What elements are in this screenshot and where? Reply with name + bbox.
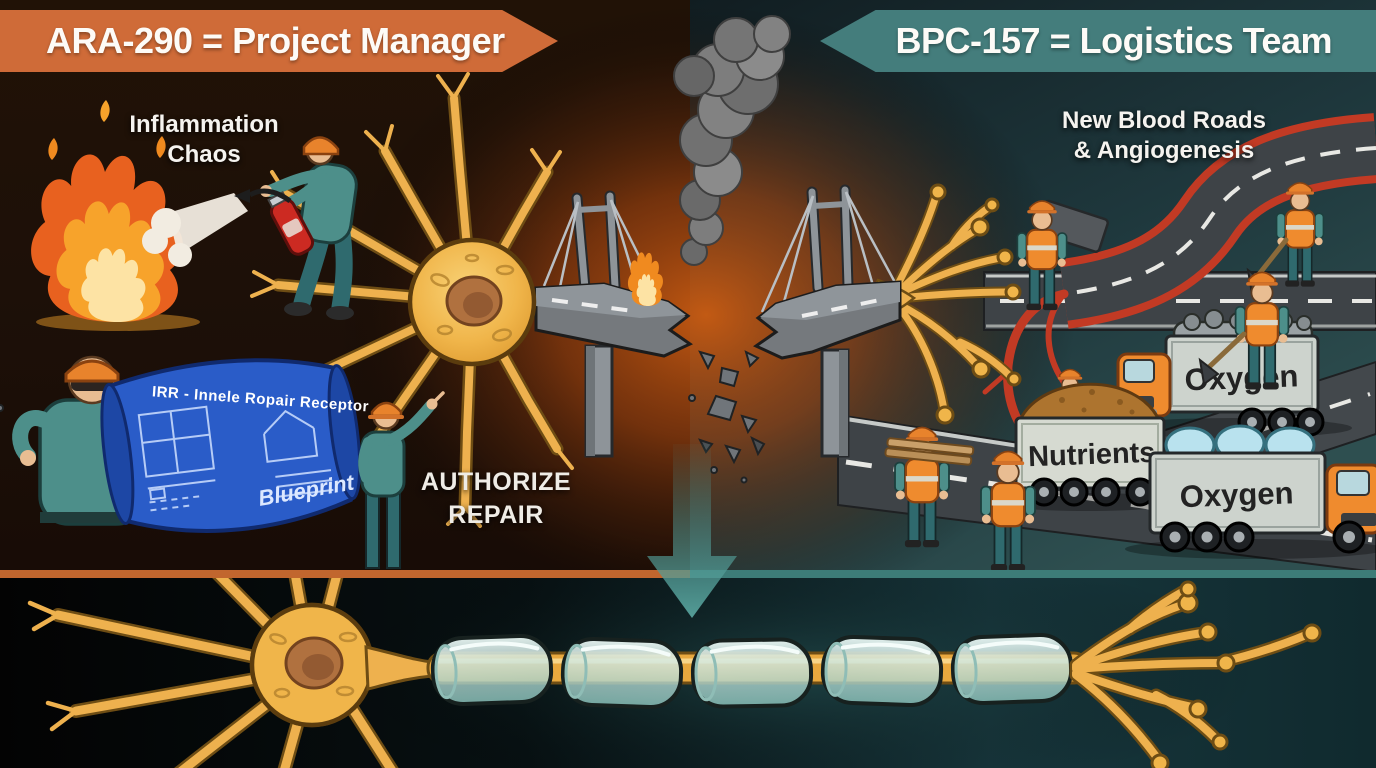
banner-bpc-157-label: BPC-157 = Logistics Team <box>895 20 1333 61</box>
neuron-cell-icon <box>250 72 574 528</box>
caption-line: & Angiogenesis <box>1073 137 1255 164</box>
banner-ara-290: ARA-290 = Project Manager <box>0 10 558 72</box>
oxygen-truck-bottom-icon: Oxygen <box>1125 424 1376 559</box>
caption-line: Inflammation <box>129 111 279 138</box>
road-crew <box>884 181 1325 572</box>
caption-line: Chaos <box>167 141 241 168</box>
caption-authorize-repair: AUTHORIZE REPAIR <box>406 466 586 531</box>
down-arrow-icon <box>647 444 737 618</box>
caption-line: REPAIR <box>448 500 544 529</box>
debris-icon <box>0 350 766 484</box>
oxygen-truck-top-icon: Oxygen <box>1112 308 1352 438</box>
fire-extinguisher-worker-icon <box>142 136 358 320</box>
banner-bpc-157: BPC-157 = Logistics Team <box>820 10 1376 72</box>
caption-new-blood-roads: New Blood Roads & Angiogenesis <box>1042 106 1286 166</box>
truck-label: Nutrients <box>1028 437 1156 473</box>
fire-icon <box>31 100 200 331</box>
top-scene: IRR - Innele Ropair Receptor Blueprint O… <box>0 0 1376 572</box>
broken-bridge-icon <box>0 184 902 484</box>
truck-label: Oxygen <box>1179 475 1294 514</box>
pointing-worker-icon <box>358 391 445 569</box>
myelin-sheath-icon <box>426 632 1090 710</box>
axon-terminals-icon <box>1069 580 1322 768</box>
caption-inflammation-chaos: Inflammation Chaos <box>116 110 292 170</box>
divider-teal-segment <box>690 570 1376 578</box>
axon-terminals-icon <box>866 183 1022 425</box>
healthy-neuron-icon <box>27 577 434 768</box>
caption-line: AUTHORIZE <box>420 468 572 496</box>
blueprint-icon: IRR - Innele Ropair Receptor Blueprint <box>100 358 369 533</box>
divider-orange-segment <box>0 570 690 578</box>
caption-line: New Blood Roads <box>1061 107 1266 134</box>
section-divider <box>0 570 1376 578</box>
smoke-icon <box>673 15 791 266</box>
banner-ara-290-label: ARA-290 = Project Manager <box>46 20 505 61</box>
